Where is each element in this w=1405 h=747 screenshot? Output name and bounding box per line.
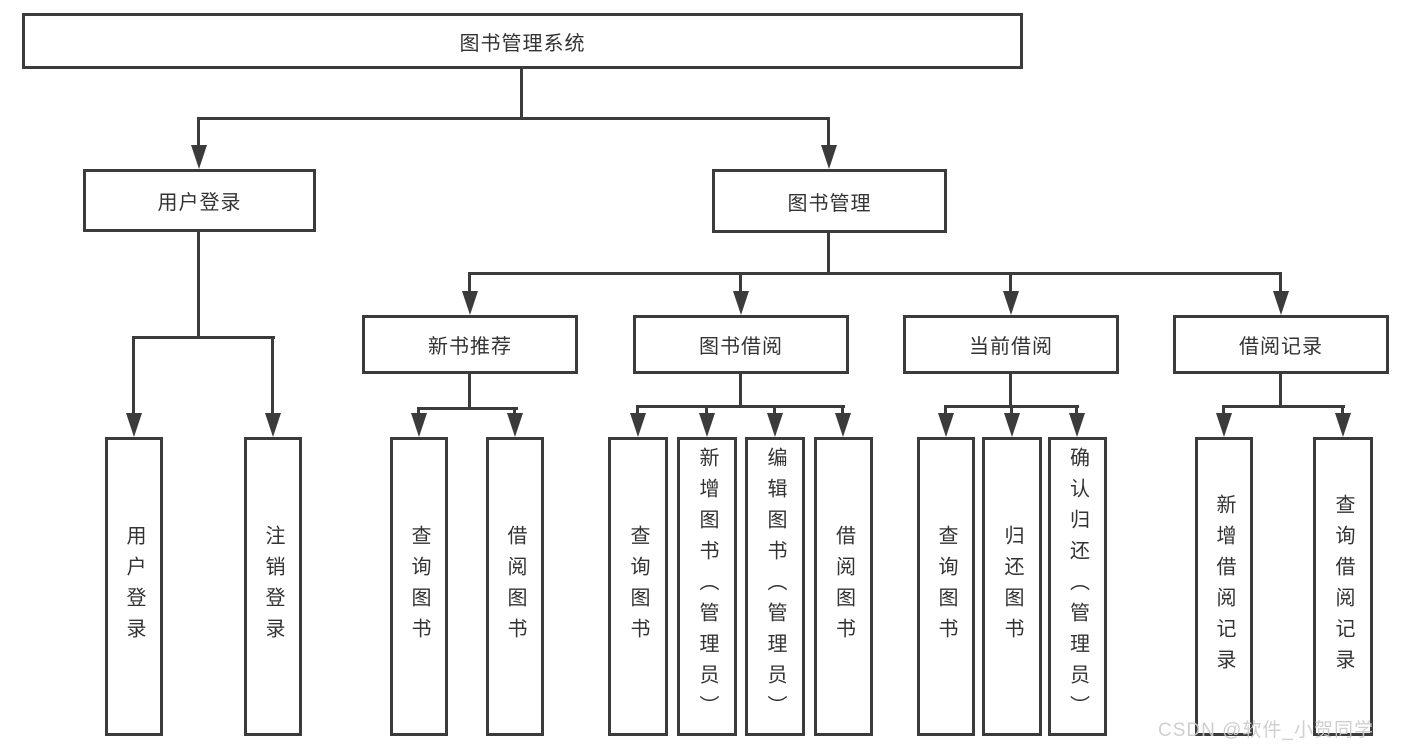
connector-line — [132, 336, 275, 339]
node-book-management-label: 图书管理 — [787, 192, 872, 215]
connector-line — [417, 407, 518, 410]
leaf-add-borrow-record: 新增借阅记录 — [1195, 437, 1253, 736]
node-new-book-recommend: 新书推荐 — [362, 315, 578, 374]
connector-line — [513, 410, 516, 415]
node-book-borrow: 图书借阅 — [633, 315, 849, 374]
leaf-borrow-books-2: 借阅图书 — [814, 437, 873, 736]
arrow-down-icon — [938, 413, 954, 437]
connector-line — [197, 231, 200, 339]
arrow-down-icon — [1004, 413, 1020, 437]
connector-line — [827, 233, 830, 275]
leaf-query-books-2: 查询图书 — [608, 437, 668, 736]
connector-line — [197, 117, 830, 120]
connector-line — [132, 339, 135, 415]
connector-line — [1009, 374, 1012, 408]
connector-line — [1009, 275, 1012, 293]
connector-line — [468, 275, 471, 293]
leaf-logout-label: 注销登录 — [262, 524, 284, 649]
node-borrow-record: 借阅记录 — [1173, 315, 1389, 374]
connector-line — [1075, 408, 1078, 415]
connector-line — [1279, 374, 1282, 408]
arrow-down-icon — [767, 413, 783, 437]
connector-line — [417, 410, 420, 415]
connector-line — [1010, 408, 1013, 415]
connector-line — [1279, 275, 1282, 293]
node-current-borrow-label: 当前借阅 — [969, 336, 1053, 358]
arrow-down-icon — [821, 145, 837, 169]
connector-line — [827, 120, 830, 147]
node-user-login: 用户登录 — [83, 169, 316, 232]
leaf-logout: 注销登录 — [244, 437, 302, 736]
leaf-confirm-return-admin-label: 确认归还（管理员） — [1066, 447, 1089, 726]
leaf-query-books-2-label: 查询图书 — [627, 524, 649, 649]
arrow-down-icon — [462, 291, 478, 315]
arrow-down-icon — [630, 413, 646, 437]
leaf-add-books-admin: 新增图书（管理员） — [677, 437, 737, 736]
arrow-down-icon — [733, 291, 749, 315]
connector-line — [739, 374, 742, 408]
connector-line — [1222, 405, 1345, 408]
leaf-borrow-books-1-label: 借阅图书 — [504, 524, 526, 649]
arrow-down-icon — [835, 413, 851, 437]
node-root-label: 图书管理系统 — [459, 32, 586, 55]
leaf-add-borrow-record-label: 新增借阅记录 — [1213, 493, 1235, 680]
leaf-return-books: 归还图书 — [982, 437, 1042, 736]
leaf-query-books-3: 查询图书 — [917, 437, 975, 736]
leaf-borrow-books-2-label: 借阅图书 — [832, 524, 855, 649]
node-user-login-label: 用户登录 — [157, 192, 242, 214]
arrow-down-icon — [699, 413, 715, 437]
connector-line — [520, 69, 523, 120]
connector-line — [271, 339, 274, 415]
connector-line — [636, 405, 845, 408]
arrow-down-icon — [265, 413, 281, 437]
leaf-query-borrow-record-label: 查询借阅记录 — [1332, 493, 1354, 680]
connector-line — [1341, 408, 1344, 415]
connector-line — [705, 408, 708, 415]
connector-line — [773, 408, 776, 415]
connector-line — [1222, 408, 1225, 415]
node-current-borrow: 当前借阅 — [903, 315, 1119, 374]
connector-line — [944, 408, 947, 415]
arrow-down-icon — [1273, 291, 1289, 315]
leaf-query-books-3-label: 查询图书 — [935, 524, 957, 649]
node-borrow-record-label: 借阅记录 — [1239, 336, 1323, 358]
leaf-edit-books-admin-label: 编辑图书（管理员） — [764, 447, 786, 726]
node-book-management: 图书管理 — [712, 169, 947, 233]
leaf-return-books-label: 归还图书 — [1001, 524, 1023, 649]
leaf-user-login-label: 用户登录 — [123, 524, 145, 649]
arrow-down-icon — [507, 413, 523, 437]
connector-line — [841, 408, 844, 415]
arrow-down-icon — [411, 413, 427, 437]
connector-line — [636, 408, 639, 415]
leaf-user-login: 用户登录 — [105, 437, 163, 736]
node-new-book-recommend-label: 新书推荐 — [428, 336, 512, 358]
connector-line — [739, 275, 742, 293]
leaf-add-books-admin-label: 新增图书（管理员） — [696, 447, 718, 726]
arrow-down-icon — [191, 145, 207, 169]
arrow-down-icon — [1003, 291, 1019, 315]
node-book-borrow-label: 图书借阅 — [699, 336, 783, 358]
arrow-down-icon — [126, 413, 142, 437]
watermark-text: CSDN @软件_小贺同学 — [1158, 720, 1374, 741]
connector-line — [197, 120, 200, 147]
node-root: 图书管理系统 — [22, 13, 1023, 69]
leaf-confirm-return-admin: 确认归还（管理员） — [1048, 437, 1107, 736]
connector-line — [468, 374, 471, 410]
leaf-query-books-1: 查询图书 — [390, 437, 448, 736]
connector-line — [468, 272, 1282, 275]
connector-line — [944, 405, 1079, 408]
leaf-edit-books-admin: 编辑图书（管理员） — [745, 437, 805, 736]
arrow-down-icon — [1216, 413, 1232, 437]
leaf-query-borrow-record: 查询借阅记录 — [1313, 437, 1373, 736]
leaf-query-books-1-label: 查询图书 — [408, 524, 430, 649]
leaf-borrow-books-1: 借阅图书 — [486, 437, 544, 736]
arrow-down-icon — [1335, 413, 1351, 437]
arrow-down-icon — [1069, 413, 1085, 437]
